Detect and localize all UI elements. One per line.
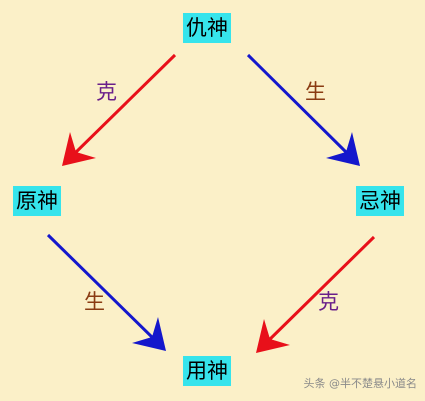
node-chou-shen: 仇神 [183,13,231,43]
arrow-head [62,132,96,166]
arrow-shaft [262,235,376,347]
arrow-top-to-left [62,53,177,166]
label-right-to-bottom: 克 [318,290,339,314]
node-yong-shen: 用神 [183,356,231,386]
watermark: 头条 @半不楚悬小道名 [303,377,418,390]
arrow-left-to-bottom [46,233,166,351]
arrow-top-to-right [246,53,360,166]
label-top-to-left: 克 [96,80,117,104]
arrow-head [326,132,360,166]
node-ji-shen: 忌神 [356,186,404,216]
arrow-right-to-bottom [256,235,376,353]
arrow-shaft [46,233,160,345]
arrow-shaft [246,53,354,160]
arrow-head [132,317,166,351]
arrow-shaft [68,53,177,160]
arrow-head [256,319,290,353]
node-yuan-shen: 原神 [13,186,61,216]
label-left-to-bottom: 生 [84,290,105,314]
label-top-to-right: 生 [305,80,326,104]
